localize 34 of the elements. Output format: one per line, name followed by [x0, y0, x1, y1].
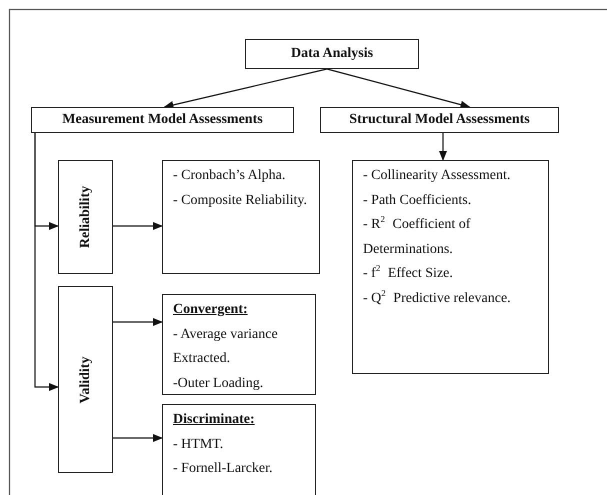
content-box — [162, 404, 316, 495]
list-item: - Composite Reliability. — [173, 192, 308, 210]
content-box — [352, 160, 549, 374]
list-item: - Average variance Extracted. — [173, 326, 279, 368]
list-item: - Cronbach’s Alpha. — [173, 167, 286, 185]
content-box — [162, 294, 316, 395]
arrow — [439, 133, 447, 161]
list-item: - Path Coefficients. — [363, 192, 472, 210]
box-title: Structural Model Assessments — [348, 112, 531, 128]
content-box — [162, 160, 320, 274]
list-item: - f$^{2}$ Effect Size. — [363, 262, 454, 283]
heading-box — [320, 107, 559, 133]
vertical-label: Reliability — [78, 186, 94, 248]
category-box — [58, 286, 113, 473]
list-item: -Outer Loading. — [173, 374, 264, 392]
list-item: - Fornell-Larcker. — [173, 460, 274, 478]
list-item: - Collinearity Assessment. — [363, 167, 512, 185]
arrow — [113, 318, 163, 326]
section-heading: Convergent: — [173, 301, 249, 319]
arrow — [113, 222, 163, 230]
arrow — [34, 133, 59, 391]
box-title: Measurement Model Assessments — [61, 112, 264, 128]
list-item: - HTMT. — [173, 436, 224, 454]
category-box — [58, 160, 113, 274]
heading-box — [31, 107, 294, 133]
section-heading: Discriminate: — [173, 411, 256, 429]
arrow — [326, 68, 470, 109]
arrow — [113, 434, 163, 442]
list-item: - R$^{2}$ Coefficient of Determinations. — [363, 213, 472, 258]
list-item: - Q$^{2}$ Predictive relevance. — [363, 286, 512, 308]
arrow — [164, 68, 328, 109]
heading-box — [245, 39, 419, 69]
vertical-label: Validity — [78, 356, 94, 403]
box-title: Data Analysis — [290, 46, 374, 62]
